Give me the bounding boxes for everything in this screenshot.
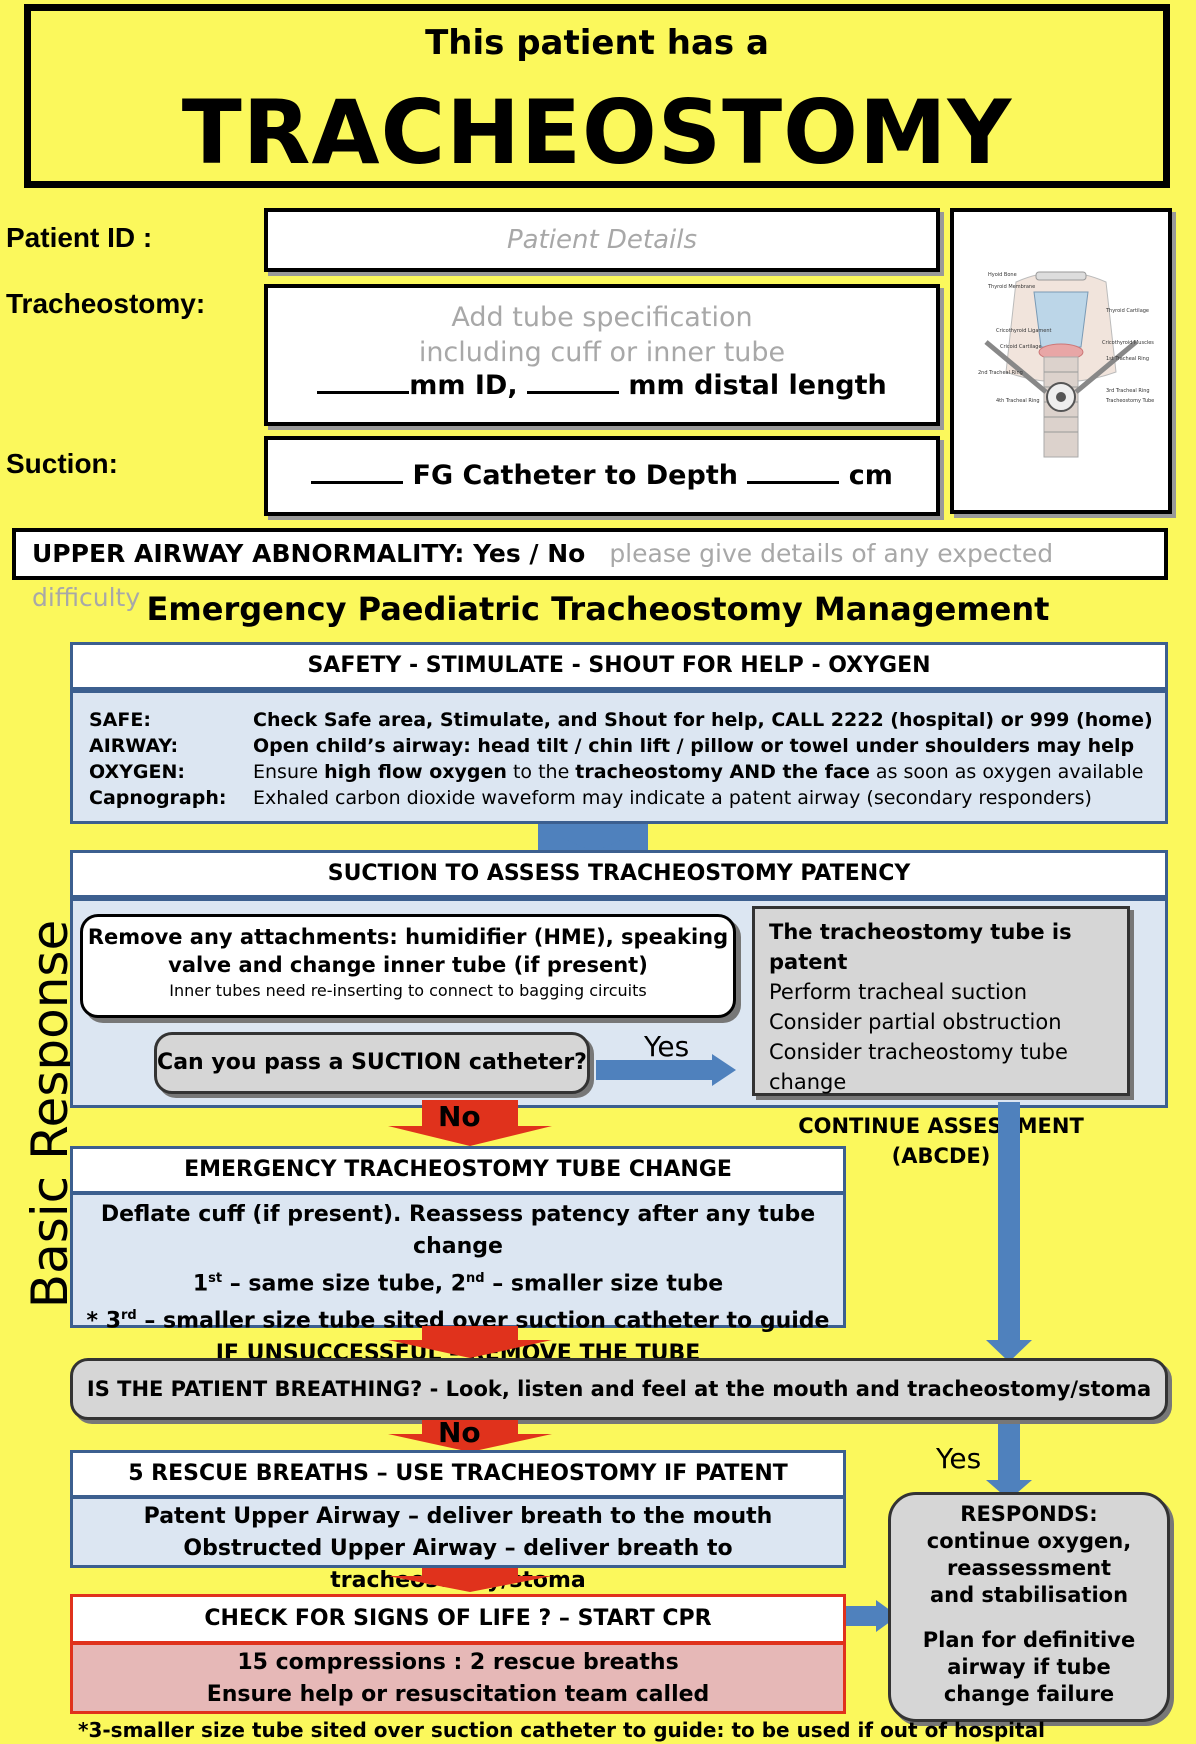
anatomy-diagram-frame: Hyoid Bone Thyroid Membrane Thyroid Cart… — [950, 208, 1172, 514]
footnote: *3-smaller size tube sited over suction … — [78, 1718, 1045, 1742]
arrow-safety-to-suction-head — [562, 838, 626, 852]
diagram-label-hyoid: Hyoid Bone — [988, 272, 1017, 278]
suction-fill-line: FG Catheter to Depth cm — [268, 440, 936, 512]
tube-id-blank[interactable] — [317, 372, 410, 394]
safety-row-airway: AIRWAY:Open child’s airway: head tilt / … — [89, 735, 1135, 757]
catheter-fg-unit: FG Catheter to Depth — [412, 460, 738, 491]
title-banner: This patient has a TRACHEOSTOMY — [24, 4, 1170, 188]
arrow-yes-stem — [596, 1060, 714, 1080]
tube-length-unit: mm distal length — [628, 370, 887, 401]
safety-row-safe: SAFE:Check Safe area, Stimulate, and Sho… — [89, 709, 1153, 731]
tube-spec-fill-line: mm ID, mm distal length — [268, 370, 936, 401]
diagram-label-trach-tube: Tracheostomy Tube — [1105, 398, 1154, 404]
upper-airway-label: UPPER AIRWAY ABNORMALITY: Yes / No — [32, 539, 586, 568]
diagram-label-ring-4: 4th Tracheal Ring — [996, 398, 1040, 404]
arrow-no-1-stem — [422, 1100, 518, 1130]
safety-row-oxygen: OXYGEN:Ensure high flow oxygen to the tr… — [89, 761, 1144, 783]
diagram-label-cricothyroid-muscles: Cricothyroid Muscles — [1102, 340, 1154, 346]
upper-airway-hint: please give details of any expected diff… — [32, 539, 1054, 612]
yes-label-breathing: Yes — [936, 1442, 982, 1475]
management-title: Emergency Paediatric Tracheostomy Manage… — [146, 590, 1050, 628]
suction-field[interactable]: FG Catheter to Depth cm — [264, 436, 940, 516]
tube-spec-hint-1: Add tube specification — [451, 302, 753, 333]
arrow-yes-responds-stem — [998, 1424, 1020, 1486]
patent-box: The tracheostomy tube is patent Perform … — [752, 906, 1130, 1168]
rescue-header: 5 RESCUE BREATHS – USE TRACHEOSTOMY IF P… — [70, 1450, 846, 1498]
patent-item-2: Consider partial obstruction — [769, 1010, 1062, 1034]
upper-airway-row[interactable]: UPPER AIRWAY ABNORMALITY: Yes / No pleas… — [12, 528, 1168, 612]
arrow-no-2-stem — [422, 1420, 518, 1438]
patent-title: The tracheostomy tube is patent — [769, 920, 1072, 974]
plan-line-2: airway if tube — [947, 1655, 1111, 1679]
diagram-label-cricoid: Cricoid Cartilage — [1000, 344, 1042, 350]
cpr-line-2: Ensure help or resuscitation team called — [206, 1682, 710, 1707]
patent-item-1: Perform tracheal suction — [769, 980, 1028, 1004]
cpr-body: 15 compressions : 2 rescue breaths Ensur… — [70, 1642, 846, 1714]
arrow-yes-head — [712, 1054, 736, 1086]
patent-item-3: Consider tracheostomy tube change — [769, 1040, 1068, 1094]
arrow-tube-to-breathing-head — [388, 1340, 552, 1358]
rescue-line-1: Patent Upper Airway – deliver breath to … — [143, 1504, 773, 1529]
cpr-header: CHECK FOR SIGNS OF LIFE ? – START CPR — [70, 1594, 846, 1644]
continue-assessment: CONTINUE ASSESSMENT (ABCDE) — [798, 1114, 1084, 1168]
suction-question-box: Can you pass a SUCTION catheter? — [154, 1032, 590, 1094]
plan-line-1: Plan for definitive — [922, 1628, 1136, 1652]
remove-line-2: valve and change inner tube (if present) — [168, 953, 648, 977]
suction-header: SUCTION TO ASSESS TRACHEOSTOMY PATENCY — [70, 850, 1168, 898]
arrow-continue-down-stem — [998, 1102, 1020, 1346]
tube-spec-field[interactable]: Add tube specification including cuff or… — [264, 284, 940, 426]
cpr-line-1: 15 compressions : 2 rescue breaths — [237, 1650, 679, 1675]
arrow-cpr-to-responds-stem — [846, 1606, 878, 1626]
diagram-label-cricothyroid-ligament: Cricothyroid Ligament — [996, 328, 1052, 334]
responds-line-3: reassessment — [946, 1556, 1112, 1580]
catheter-fg-blank[interactable] — [311, 462, 404, 484]
diagram-label-ring-2: 2nd Tracheal Ring — [978, 370, 1023, 376]
suction-label: Suction: — [6, 448, 118, 479]
catheter-depth-unit: cm — [848, 460, 893, 491]
diagram-label-ring-3: 3rd Tracheal Ring — [1106, 388, 1150, 394]
patient-details-field[interactable]: Patient Details — [264, 208, 940, 272]
tube-change-body: Deflate cuff (if present). Reassess pate… — [70, 1192, 846, 1366]
tracheostomy-label: Tracheostomy: — [6, 288, 206, 319]
tube-spec-hint-2: including cuff or inner tube — [418, 337, 786, 368]
breathing-box: IS THE PATIENT BREATHING? - Look, listen… — [70, 1358, 1168, 1420]
title-subtitle: This patient has a — [425, 23, 769, 63]
no-label-2: No — [438, 1416, 481, 1449]
tube-change-line-2: 1st – same size tube, 2nd – smaller size… — [192, 1271, 724, 1297]
diagram-label-thyroid-membrane: Thyroid Membrane — [987, 284, 1035, 290]
trachea-anatomy-illustration: Hyoid Bone Thyroid Membrane Thyroid Cart… — [978, 271, 1154, 458]
diagram-label-thyroid-cartilage: Thyroid Cartilage — [1105, 308, 1149, 314]
remove-note: Inner tubes need re-inserting to connect… — [169, 981, 647, 1000]
arrow-no-2-head — [388, 1434, 552, 1452]
tube-change-line-1: Deflate cuff (if present). Reassess pate… — [100, 1202, 816, 1259]
remove-line-1: Remove any attachments: humidifier (HME)… — [87, 925, 729, 949]
diagram-label-ring-1: 1st Tracheal Ring — [1106, 356, 1149, 362]
yes-label-suction: Yes — [644, 1030, 690, 1063]
safety-header: SAFETY - STIMULATE - SHOUT FOR HELP - OX… — [70, 642, 1168, 690]
arrow-no-1-head — [388, 1126, 552, 1146]
rescue-body: Patent Upper Airway – deliver breath to … — [70, 1496, 846, 1593]
no-label-1: No — [438, 1100, 481, 1133]
catheter-depth-blank[interactable] — [747, 462, 840, 484]
responds-line-4: and stabilisation — [929, 1583, 1129, 1607]
title-main: TRACHEOSTOMY — [181, 81, 1013, 184]
responds-line-2: continue oxygen, — [926, 1529, 1132, 1553]
plan-line-3: change failure — [943, 1682, 1115, 1706]
arrow-rescue-to-cpr-head — [388, 1576, 552, 1592]
tube-length-blank[interactable] — [527, 372, 620, 394]
safety-row-capnograph: Capnograph:Exhaled carbon dioxide wavefo… — [89, 787, 1092, 809]
arrow-continue-down-head — [986, 1340, 1032, 1362]
safety-body: SAFE:Check Safe area, Stimulate, and Sho… — [70, 690, 1168, 824]
responds-box: RESPONDS: continue oxygen, reassessment … — [888, 1492, 1170, 1722]
tube-id-unit: mm ID, — [409, 370, 518, 401]
patient-details-placeholder: Patient Details — [506, 225, 698, 255]
arrow-tube-to-breathing-stem — [422, 1326, 518, 1344]
patient-id-label: Patient ID : — [6, 222, 153, 253]
tube-change-header: EMERGENCY TRACHEOSTOMY TUBE CHANGE — [70, 1146, 846, 1194]
responds-line-1: RESPONDS: — [960, 1502, 1098, 1526]
remove-attachments-box: Remove any attachments: humidifier (HME)… — [80, 914, 736, 1018]
